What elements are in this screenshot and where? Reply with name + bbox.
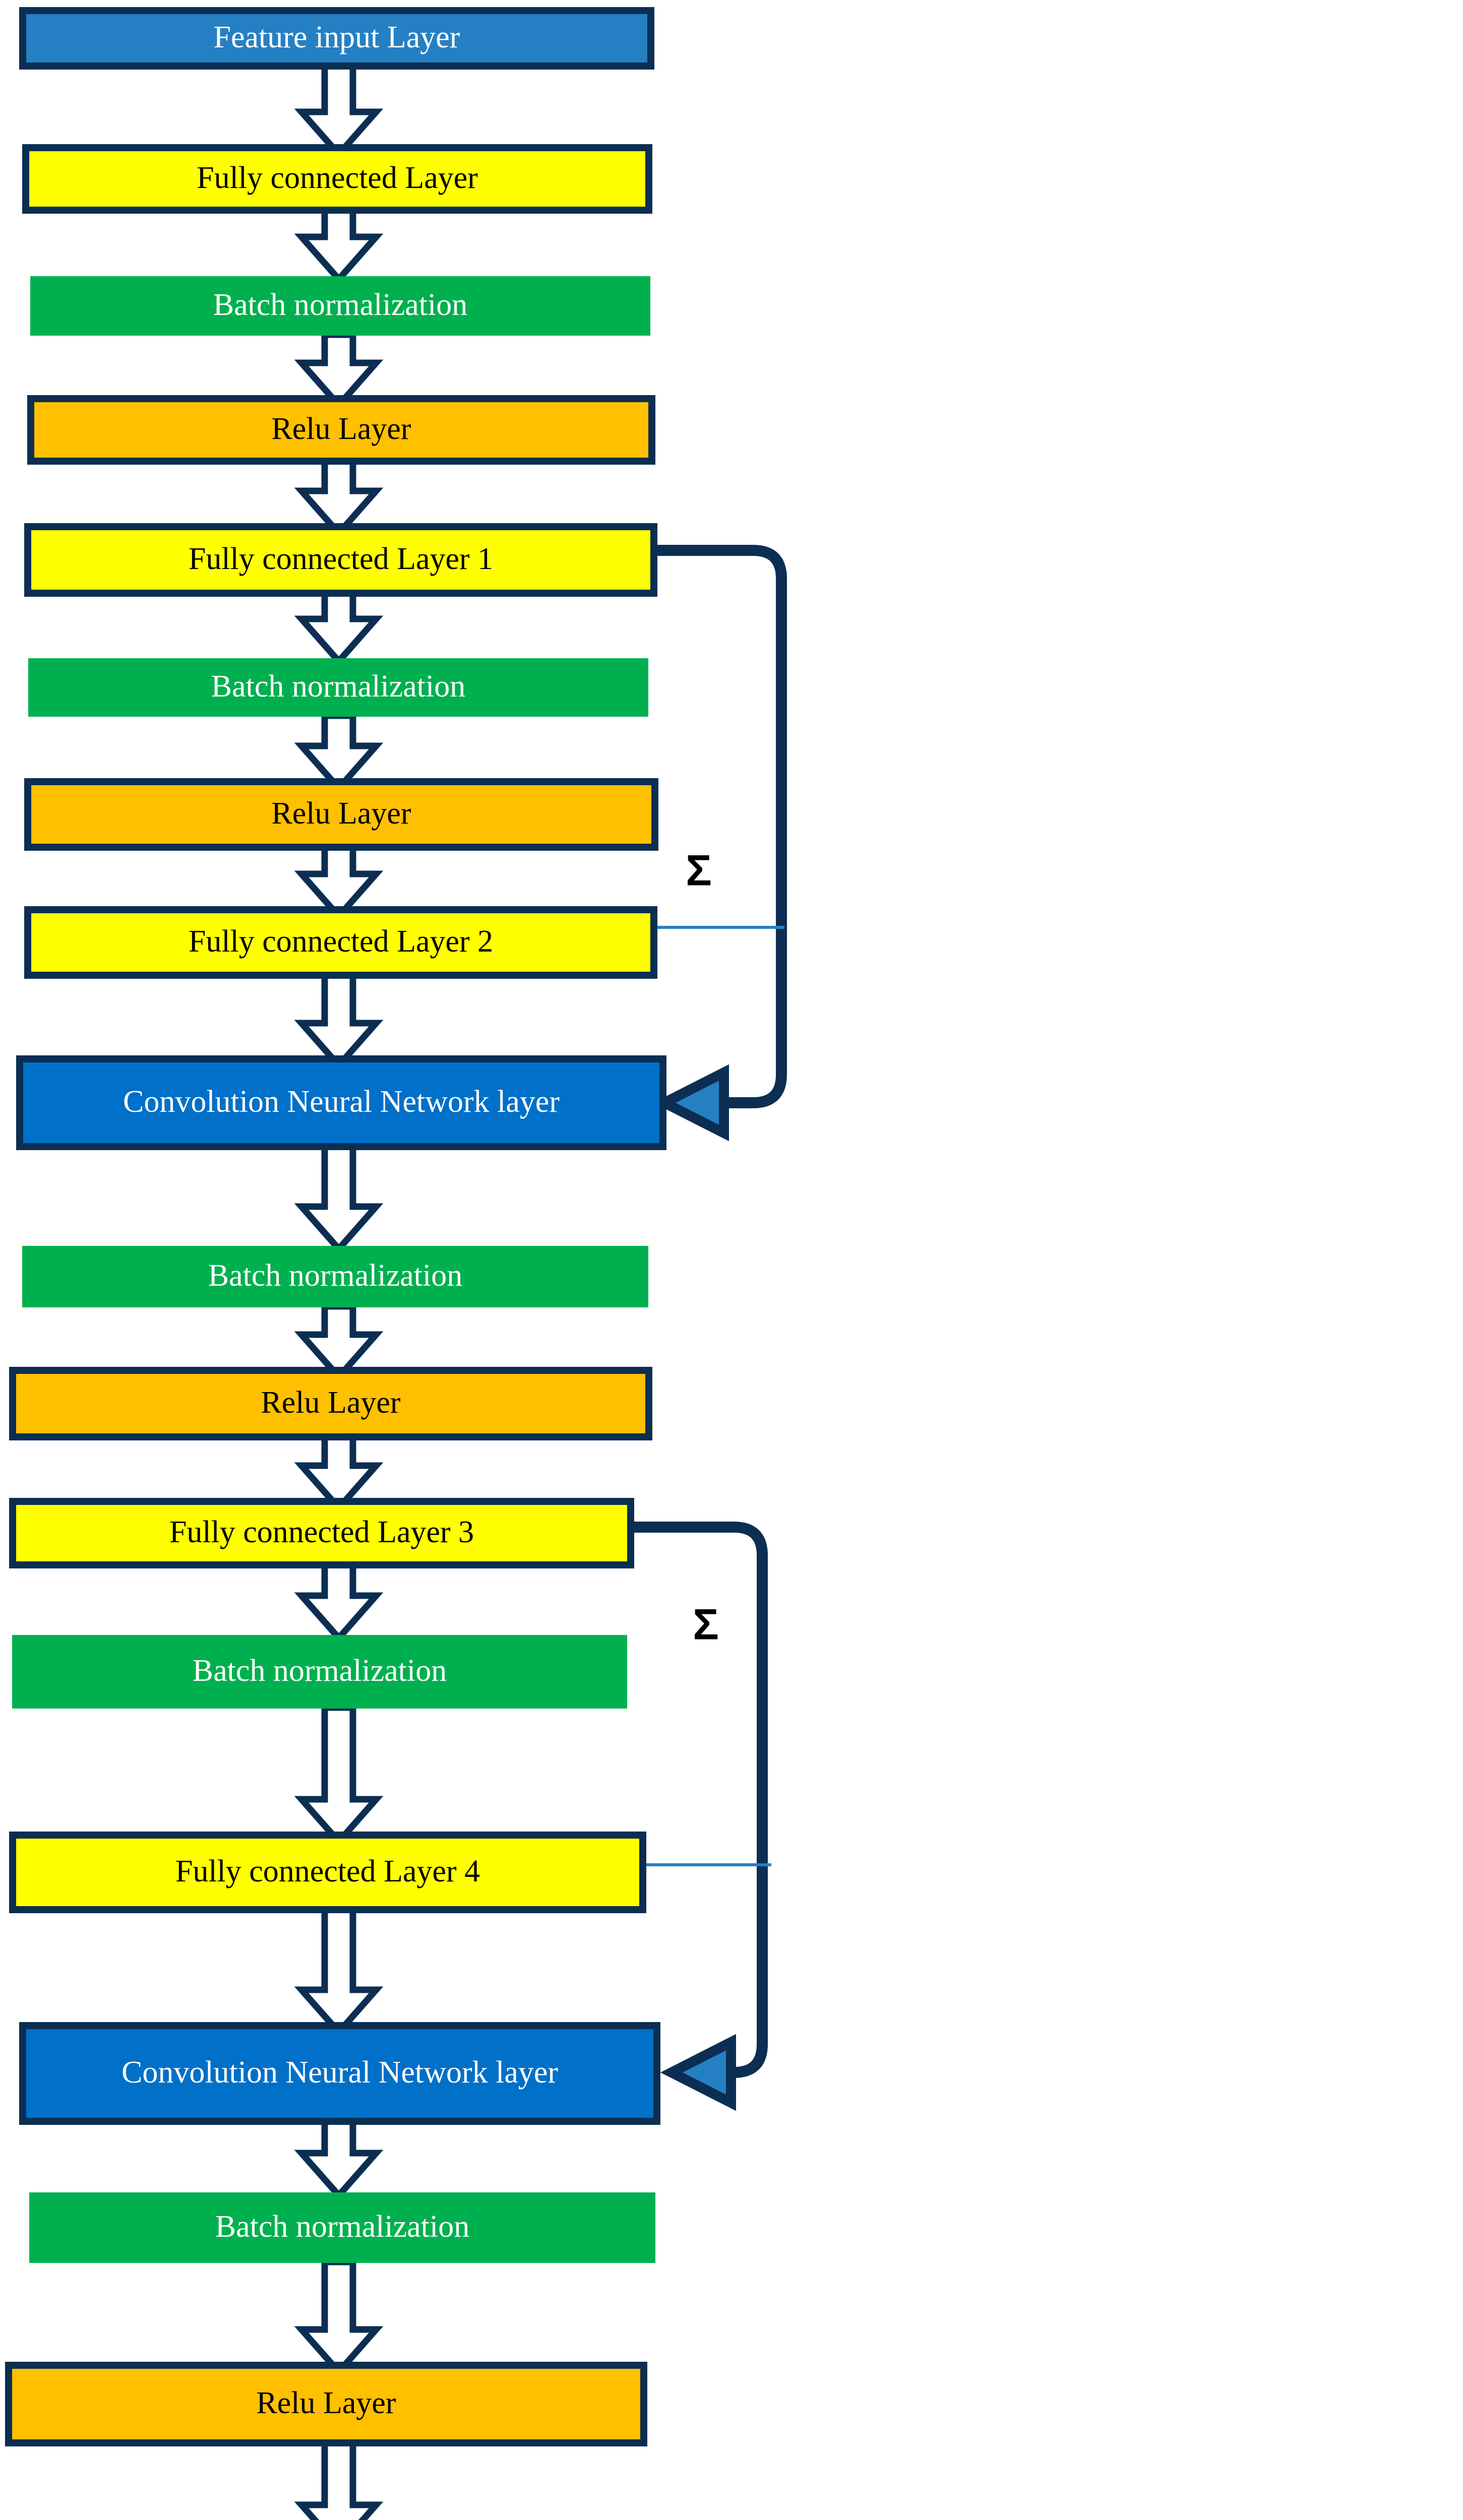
arrow-fc2-to-cnn1 <box>294 967 384 1070</box>
node-label-fc-1: Fully connected Layer 1 <box>189 542 493 576</box>
node-fill-cnn-2 <box>26 2029 653 2118</box>
node-bn-2[interactable]: Batch normalization <box>22 1246 648 1307</box>
node-fill-fc-1 <box>31 530 650 590</box>
skip-connection-1-path <box>650 545 787 1108</box>
arrow-relu2-to-fc3 <box>294 1429 384 1513</box>
skip-connection-2-arrowhead-icon <box>660 2034 736 2111</box>
node-fc-0[interactable]: Fully connected Layer <box>22 144 652 214</box>
arrow-input-to-fc0 <box>294 58 384 159</box>
node-fill-relu-1 <box>31 785 651 844</box>
arrow-relu0-to-fc1 <box>294 453 384 538</box>
node-fc-1[interactable]: Fully connected Layer 1 <box>24 523 657 597</box>
node-label-relu-2: Relu Layer <box>261 1385 401 1420</box>
node-fill-bn-0 <box>30 276 650 336</box>
node-fc-3[interactable]: Fully connected Layer 3 <box>9 1498 634 1568</box>
node-label-bn-4: Batch normalization <box>215 2210 469 2244</box>
skip-connection-2-sigma-icon: Σ <box>693 1601 719 1649</box>
node-label-bn-3: Batch normalization <box>193 1654 447 1688</box>
node-feature-input-layer[interactable]: Feature input Layer <box>19 7 654 70</box>
node-bn-3[interactable]: Batch normalization <box>12 1635 627 1709</box>
node-label-fc-0: Fully connected Layer <box>197 161 478 195</box>
node-fill-relu-3 <box>12 2369 640 2439</box>
arrow-cnn1-to-bn2 <box>294 1139 384 1254</box>
arrow-fc3-to-bn3 <box>294 1557 384 1643</box>
skip-connection-1: Σ <box>650 545 787 1142</box>
node-fill-relu-2 <box>16 1374 645 1433</box>
node-fill-bn-3 <box>12 1635 627 1709</box>
node-fill-feature-input-layer <box>26 14 647 62</box>
node-fill-fc-4 <box>16 1839 639 1906</box>
node-label-bn-1: Batch normalization <box>211 669 465 704</box>
arrow-fc0-to-bn0 <box>294 202 384 284</box>
node-label-bn-2: Batch normalization <box>208 1258 462 1293</box>
node-bn-1[interactable]: Batch normalization <box>28 658 648 717</box>
skip-connection-2: Σ <box>627 1522 771 2111</box>
node-relu-2[interactable]: Relu Layer <box>9 1367 652 1440</box>
skip-connection-1-arrowhead-icon <box>653 1064 729 1142</box>
skip-connection-2-path <box>627 1522 768 2078</box>
node-fc-2[interactable]: Fully connected Layer 2 <box>24 906 657 979</box>
skip-connection-group: ΣΣ <box>627 545 787 2111</box>
node-fill-cnn-1 <box>23 1062 659 1143</box>
arrow-bn0-to-relu0 <box>294 331 384 410</box>
node-fill-bn-1 <box>28 658 648 717</box>
node-label-fc-3: Fully connected Layer 3 <box>169 1515 474 1549</box>
node-bn-4[interactable]: Batch normalization <box>29 2192 655 2263</box>
node-cnn-1[interactable]: Convolution Neural Network layer <box>16 1055 666 1150</box>
node-label-relu-3: Relu Layer <box>256 2386 396 2420</box>
node-fill-bn-2 <box>22 1246 648 1307</box>
node-relu-1[interactable]: Relu Layer <box>24 778 658 851</box>
node-relu-0[interactable]: Relu Layer <box>27 395 655 465</box>
node-cnn-2[interactable]: Convolution Neural Network layer <box>19 2022 660 2125</box>
node-label-relu-1: Relu Layer <box>271 796 411 831</box>
arrow-relu1-to-fc2 <box>294 839 384 921</box>
node-fill-bn-4 <box>29 2192 655 2263</box>
node-fill-relu-0 <box>34 402 648 458</box>
arrow-cnn2-to-bn4 <box>294 2113 384 2200</box>
node-fill-fc-2 <box>31 913 650 972</box>
node-label-feature-input-layer: Feature input Layer <box>214 20 460 54</box>
node-label-fc-2: Fully connected Layer 2 <box>189 924 493 959</box>
node-bn-0[interactable]: Batch normalization <box>30 276 650 336</box>
arrow-bn3-to-fc4 <box>294 1704 384 1847</box>
arrow-fc1-to-bn1 <box>294 585 384 666</box>
node-label-cnn-1: Convolution Neural Network layer <box>123 1085 560 1119</box>
node-fill-fc-0 <box>29 151 645 207</box>
arrow-relu3-to-fc5 <box>294 2435 384 2520</box>
node-label-cnn-2: Convolution Neural Network layer <box>121 2055 558 2090</box>
node-fill-fc-3 <box>16 1505 627 1561</box>
node-relu-3[interactable]: Relu Layer <box>5 2362 647 2446</box>
node-label-bn-0: Batch normalization <box>213 288 467 322</box>
arrow-bn4-to-relu3 <box>294 2258 384 2377</box>
node-label-fc-4: Fully connected Layer 4 <box>175 1854 480 1888</box>
flow-arrow-group <box>294 58 384 2520</box>
arrow-fc4-to-cnn2 <box>294 1902 384 2037</box>
skip-connection-1-sigma-icon: Σ <box>686 847 712 895</box>
arrow-bn2-to-relu2 <box>294 1303 384 1382</box>
node-label-relu-0: Relu Layer <box>271 412 411 446</box>
arrow-bn1-to-relu1 <box>294 712 384 793</box>
node-fc-4[interactable]: Fully connected Layer 4 <box>9 1832 646 1913</box>
